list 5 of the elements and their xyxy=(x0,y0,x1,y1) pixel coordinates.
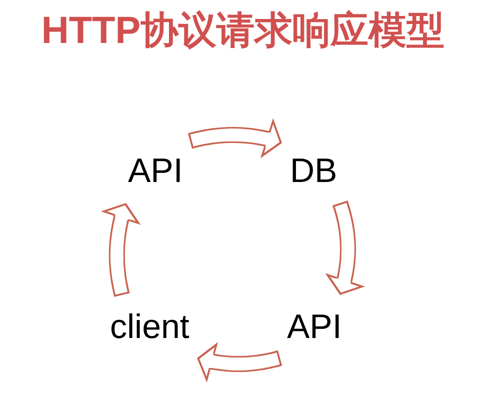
node-label: API xyxy=(287,303,342,351)
node-label: DB xyxy=(290,147,338,195)
node-label: API xyxy=(128,147,183,195)
title: HTTP协议请求响应模型 xyxy=(41,12,445,50)
node-label: client xyxy=(110,303,190,351)
